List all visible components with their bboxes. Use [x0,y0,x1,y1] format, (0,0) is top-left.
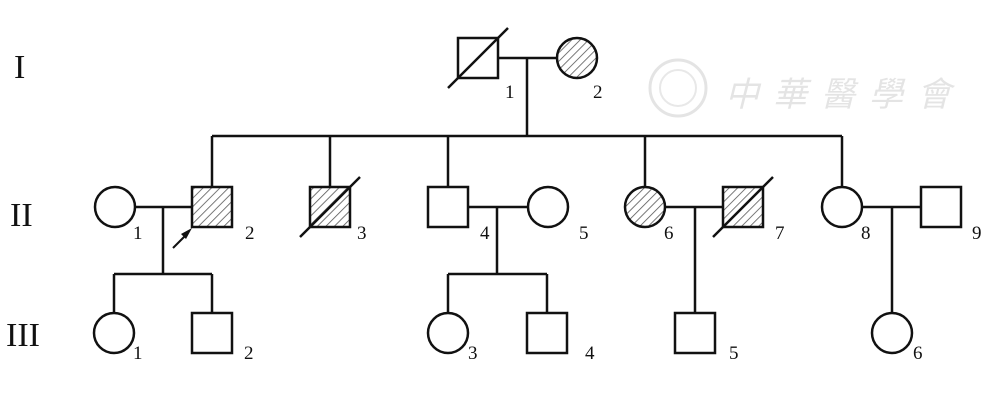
female-circle-icon [820,185,864,229]
individual-I-1: 1 [447,27,515,103]
individual-number: 3 [468,343,478,364]
individual-II-7: 7 [712,176,785,244]
generation-label-III: III [6,317,40,354]
individual-number: 2 [593,82,603,103]
individual-number: 6 [913,343,923,364]
individual-II-5: 5 [526,185,589,244]
individual-I-2: 2 [555,36,603,103]
individual-number: 3 [357,223,367,244]
watermark-text: 中華醫學會 [725,75,965,115]
individual-II-9: 9 [919,185,982,244]
individual-number: 8 [861,223,871,244]
male-square-icon [426,185,470,229]
individual-number: 4 [585,343,595,364]
individual-number: 6 [664,223,674,244]
watermark: 中華醫學會 [648,58,965,118]
female-circle-icon [870,311,914,355]
individual-III-5: 5 [673,311,739,364]
individual-II-3: 3 [299,176,367,244]
individual-II-4: 4 [426,185,490,244]
deceased-slash-icon [299,176,361,238]
individual-II-2: 2 [172,185,255,249]
individual-III-2: 2 [190,311,254,364]
male-square-icon [190,185,234,229]
individual-II-8: 8 [820,185,871,244]
individual-III-1: 1 [92,311,143,364]
watermark-seal-icon [648,58,708,118]
individual-number: 1 [133,343,143,364]
individual-number: 2 [245,223,255,244]
individual-II-6: 6 [623,185,674,244]
individual-III-3: 3 [426,311,478,364]
individuals: 1 2 1 2 3 4 5 6 7 8 9 1 2 3 4 5 6 [92,27,982,364]
individual-number: 2 [244,343,254,364]
male-square-icon [673,311,717,355]
proband-arrow-icon [181,228,192,239]
deceased-slash-icon [447,27,509,89]
individual-number: 7 [775,223,785,244]
individual-number: 5 [729,343,739,364]
generation-label-I: I [14,49,25,86]
generation-label-II: II [10,197,33,234]
individual-number: 4 [480,223,490,244]
individual-number: 1 [505,82,515,103]
male-square-icon [525,311,569,355]
female-circle-icon [555,36,599,80]
individual-number: 9 [972,223,982,244]
individual-III-4: 4 [525,311,595,364]
proband-arrow-shaft [172,234,187,249]
individual-III-6: 6 [870,311,923,364]
individual-number: 1 [133,223,143,244]
deceased-slash-icon [712,176,774,238]
female-circle-icon [526,185,570,229]
female-circle-icon [623,185,667,229]
male-square-icon [190,311,234,355]
watermark-seal-inner [659,69,697,107]
individual-number: 5 [579,223,589,244]
female-circle-icon [93,185,137,229]
female-circle-icon [426,311,470,355]
male-square-icon [919,185,963,229]
relationship-lines [112,56,921,313]
female-circle-icon [92,311,136,355]
individual-II-1: 1 [93,185,143,244]
